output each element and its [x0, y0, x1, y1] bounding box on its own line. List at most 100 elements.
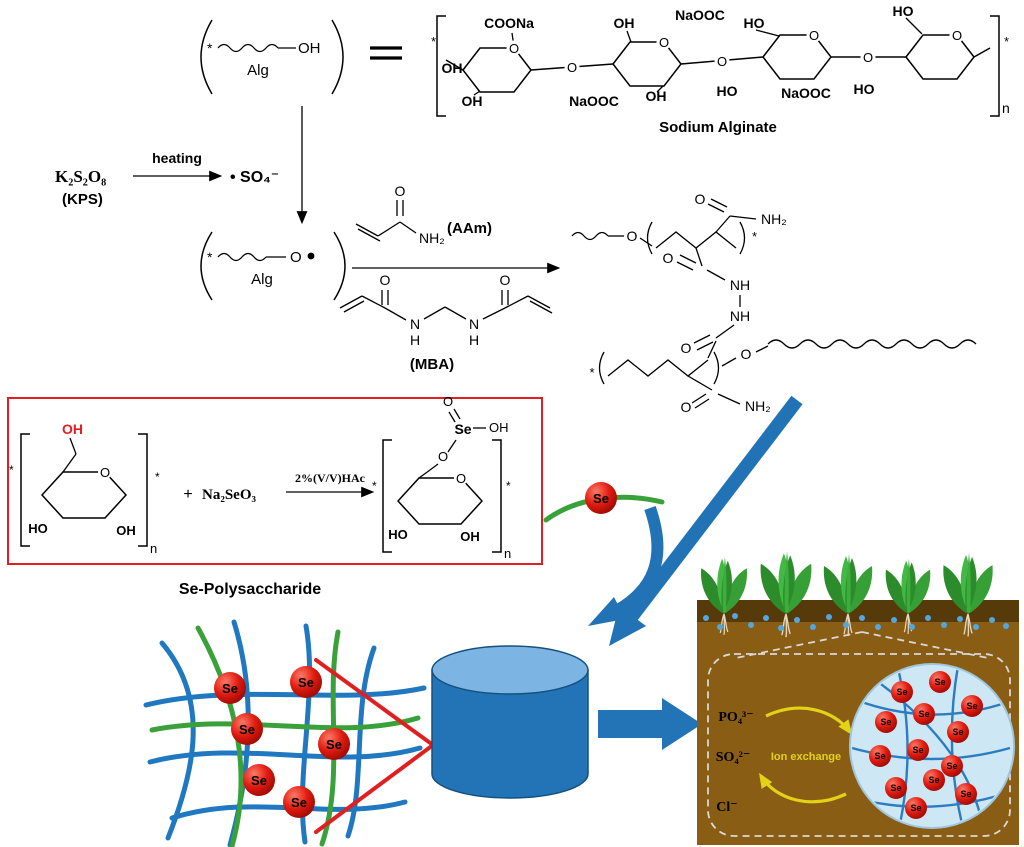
alginate-shorthand-unit: * OH Alg: [200, 19, 344, 95]
zoom-indicator-lines: [314, 658, 435, 834]
star-label: *: [431, 34, 436, 49]
equals-sign: [370, 46, 402, 60]
substituent-label: HO: [744, 15, 765, 31]
ion-exchange-label: Ion exchange: [771, 751, 841, 763]
amide-nh2: NH₂: [419, 230, 445, 246]
ring-oxygen: O: [809, 28, 819, 43]
carbonyl-oxygen: O: [500, 272, 511, 288]
curved-blue-arrow: [588, 506, 664, 626]
se-ball-label: Se: [890, 783, 901, 793]
bridge-oxygen: O: [863, 50, 873, 65]
se-ball-label: Se: [222, 681, 238, 696]
se-ball-label: Se: [966, 701, 977, 711]
bridge-oxygen: O: [567, 60, 577, 75]
network-se-balls: Se Se Se Se Se Se: [214, 666, 350, 818]
se-ball-label: Se: [880, 717, 891, 727]
substituent-label: OH: [462, 93, 483, 109]
star-label: *: [9, 463, 14, 477]
alg-label: Alg: [247, 62, 269, 79]
se-ball-label: Se: [912, 745, 923, 755]
se-ball-label: Se: [291, 795, 307, 810]
ho-label: HO: [28, 521, 48, 536]
se-ball-label: Se: [593, 491, 609, 506]
se-ball-label: Se: [918, 709, 929, 719]
nutrient-dots: [703, 613, 1009, 631]
se-oh: OH: [489, 420, 509, 435]
ester-oxygen: O: [438, 449, 448, 464]
se-ball-label: Se: [910, 803, 921, 813]
oh-label: OH: [298, 40, 321, 57]
sodium-alginate-title: Sodium Alginate: [659, 119, 777, 136]
ho-label: HO: [388, 527, 408, 542]
se-ball-label: Se: [896, 687, 907, 697]
substituent-label: OH: [442, 60, 463, 76]
ion-exchange-cycle: Ion exchange: [759, 706, 853, 804]
star-label: *: [752, 229, 757, 244]
amide-nh2: NH₂: [745, 398, 771, 414]
carbonyl-oxygen: O: [663, 250, 674, 266]
bridge-oxygen: O: [717, 54, 727, 69]
se-ball-label: Se: [934, 677, 945, 687]
substituent-label: COONa: [484, 15, 534, 31]
star-label: *: [155, 470, 160, 484]
callout-line: [735, 631, 863, 659]
alg-label: Alg: [251, 271, 273, 288]
repeat-n: n: [504, 546, 511, 561]
substituent-label: HO: [717, 83, 738, 99]
se-ball: [585, 482, 617, 514]
star-label: *: [207, 249, 213, 265]
kps-name: (KPS): [62, 191, 103, 208]
aam-label: (AAm): [447, 220, 492, 237]
substituent-label: OH: [646, 88, 667, 104]
inset-frame: [707, 653, 1011, 837]
se-ball-label: Se: [874, 751, 885, 761]
substituent-label: NaOOC: [675, 7, 725, 23]
star-label: *: [1004, 34, 1009, 49]
se-ball-label: Se: [928, 775, 939, 785]
substituent-label: NaOOC: [781, 85, 831, 101]
star-label: *: [506, 479, 511, 493]
repeat-n: n: [150, 541, 157, 556]
substituent-label: HO: [893, 3, 914, 19]
amide-nh: NH: [730, 308, 750, 324]
phosphate-ion: PO₄³⁻: [718, 710, 753, 725]
hac-condition: 2%(V/V)HAc: [295, 471, 366, 485]
carbonyl-oxygen: O: [681, 340, 692, 356]
granule-se-balls: Se Se Se Se Se Se Se Se Se Se Se Se Se: [869, 671, 983, 819]
ring-oxygen: O: [456, 471, 466, 486]
ring-oxygen: O: [952, 28, 962, 43]
selenium-atom: Se: [454, 421, 471, 437]
se-ball-label: Se: [326, 737, 342, 752]
sulfate-ion: SO₄²⁻: [716, 750, 750, 765]
chloride-ion: Cl⁻: [716, 800, 737, 815]
kps-initiation: K₂S₂O₈ (KPS) heating • SO₄⁻: [55, 150, 279, 208]
ring-oxygen: O: [509, 41, 519, 56]
substituent-label: HO: [854, 81, 875, 97]
star-label: *: [372, 479, 377, 493]
se-polysaccharide-box: * * n O OH HO OH + Na₂SeO₃ 2%(V/V)HAc * …: [7, 394, 543, 565]
kps-formula: K₂S₂O₈: [55, 167, 106, 186]
se-polysaccharide-title: Se-Polysaccharide: [179, 581, 321, 598]
se-ball-label: Se: [239, 722, 255, 737]
star-label: *: [207, 40, 213, 56]
carbonyl-oxygen: O: [380, 272, 391, 288]
reactive-oh-red: OH: [62, 421, 83, 437]
se-ball-label: Se: [298, 675, 314, 690]
radical-dot: [307, 252, 315, 260]
amide-n: N: [469, 316, 479, 332]
se-ball-label: Se: [960, 789, 971, 799]
heating-condition: heating: [152, 150, 202, 166]
mba-label: (MBA): [410, 356, 454, 373]
mba-structure: O N H N H O (MBA): [339, 272, 553, 373]
ring-oxygen: O: [659, 35, 669, 50]
selenite-oxygen: O: [443, 394, 453, 409]
carbonyl-oxygen: O: [681, 399, 692, 415]
acrylamide-structure: O NH₂ (AAm): [355, 183, 492, 246]
hydrogel-cylinder: [431, 645, 589, 799]
amide-nh2: NH₂: [761, 211, 787, 227]
callout-line: [861, 631, 989, 659]
se-ball-label: Se: [946, 761, 957, 771]
hydrogel-granule-inset: Se Se Se Se Se Se Se Se Se Se Se Se Se: [849, 663, 1015, 829]
oh-label: OH: [460, 529, 480, 544]
